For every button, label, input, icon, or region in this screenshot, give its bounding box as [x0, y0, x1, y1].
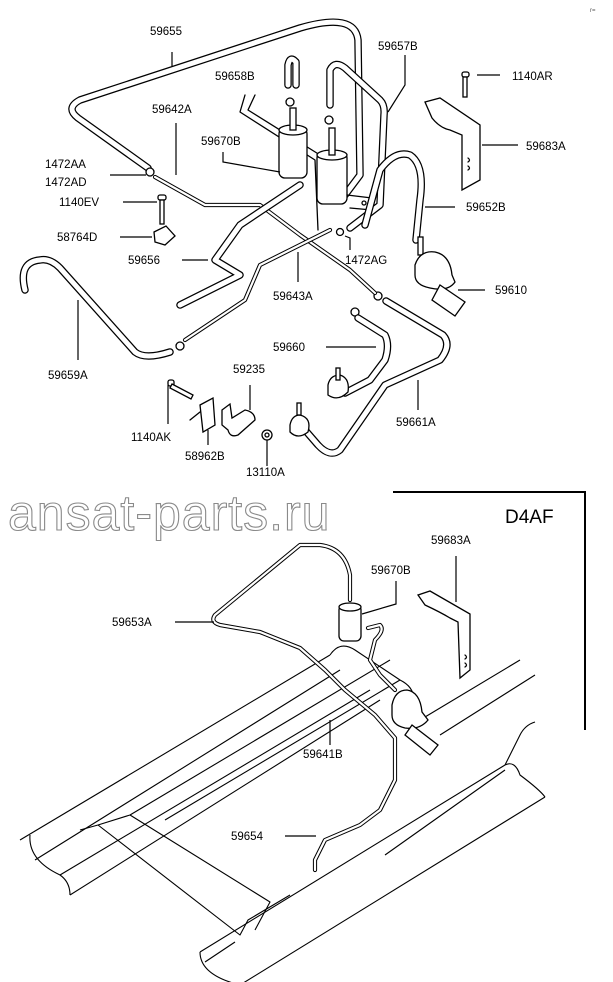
hose-59660	[327, 314, 392, 399]
hose-59652B	[361, 150, 425, 244]
tube-59653A	[211, 542, 398, 873]
hose-59657B	[326, 60, 388, 232]
label-59654: 59654	[231, 831, 264, 843]
bolt-1140EV	[157, 194, 167, 225]
nut-13110A	[261, 429, 273, 441]
bracket-59683A-lower	[416, 590, 471, 680]
label-59655: 59655	[150, 26, 182, 38]
label-59642A: 59642A	[152, 104, 192, 116]
clamp-icon	[145, 97, 383, 351]
label-59660: 59660	[273, 342, 305, 354]
label-59683A-lower: 59683A	[431, 535, 471, 547]
hose-59643A	[182, 227, 333, 343]
leader-lines-lower	[175, 556, 457, 837]
label-59661A: 59661A	[396, 417, 436, 429]
hose-59661A	[289, 297, 451, 457]
lower-assembly-d4af: D4AF	[19, 491, 586, 982]
label-1140AK: 1140AK	[131, 432, 171, 444]
label-58764D: 58764D	[57, 232, 97, 244]
label-59643A: 59643A	[273, 291, 313, 303]
label-59670B: 59670B	[201, 136, 241, 148]
bracket-59683A	[424, 97, 481, 192]
corner-mark: r=	[590, 8, 596, 14]
actuator-lower	[391, 689, 439, 756]
variant-box	[393, 491, 586, 730]
clip-58764D	[153, 225, 176, 246]
label-59683A: 59683A	[526, 141, 566, 153]
label-1472AA: 1472AA	[45, 159, 86, 171]
label-1140AR: 1140AR	[512, 71, 553, 83]
label-59235: 59235	[233, 364, 265, 376]
label-1472AD: 1472AD	[45, 177, 87, 189]
tube-59641B	[365, 622, 398, 693]
label-59659A: 59659A	[48, 370, 88, 382]
label-58962B: 58962B	[185, 451, 225, 463]
hose-59656	[176, 181, 304, 309]
leader-lines-upper	[77, 52, 518, 466]
bracket-58962B	[189, 396, 216, 434]
variant-label: D4AF	[505, 507, 554, 528]
watermark: ansat-parts.ru	[8, 485, 330, 541]
bolt-1140AR	[461, 71, 470, 98]
actuator-59610	[414, 236, 466, 317]
label-59657B: 59657B	[378, 41, 418, 53]
label-59641B: 59641B	[303, 749, 343, 761]
canister-59670B-right	[316, 127, 373, 211]
canister-59670B-lower	[338, 602, 362, 642]
bolt-1140AK	[167, 379, 194, 400]
label-59658B: 59658B	[215, 71, 255, 83]
hose-59642A	[152, 174, 378, 296]
label-59652B: 59652B	[466, 202, 506, 214]
label-59670B-lower: 59670B	[371, 565, 411, 577]
label-1140EV: 1140EV	[59, 197, 99, 209]
hose-59655	[68, 18, 364, 199]
label-59656: 59656	[128, 255, 160, 267]
label-1472AG: 1472AG	[345, 255, 387, 267]
canister-59670B-left	[278, 107, 308, 179]
hose-59659A	[19, 255, 174, 360]
label-13110A: 13110A	[246, 467, 285, 479]
vehicle-frame	[19, 645, 546, 982]
label-59653A: 59653A	[112, 617, 152, 629]
bracket-59235	[221, 402, 256, 437]
label-59610: 59610	[495, 285, 527, 297]
upper-assembly: 59655 59657B 59658B 1140AR 59642A 59670B…	[19, 18, 566, 479]
